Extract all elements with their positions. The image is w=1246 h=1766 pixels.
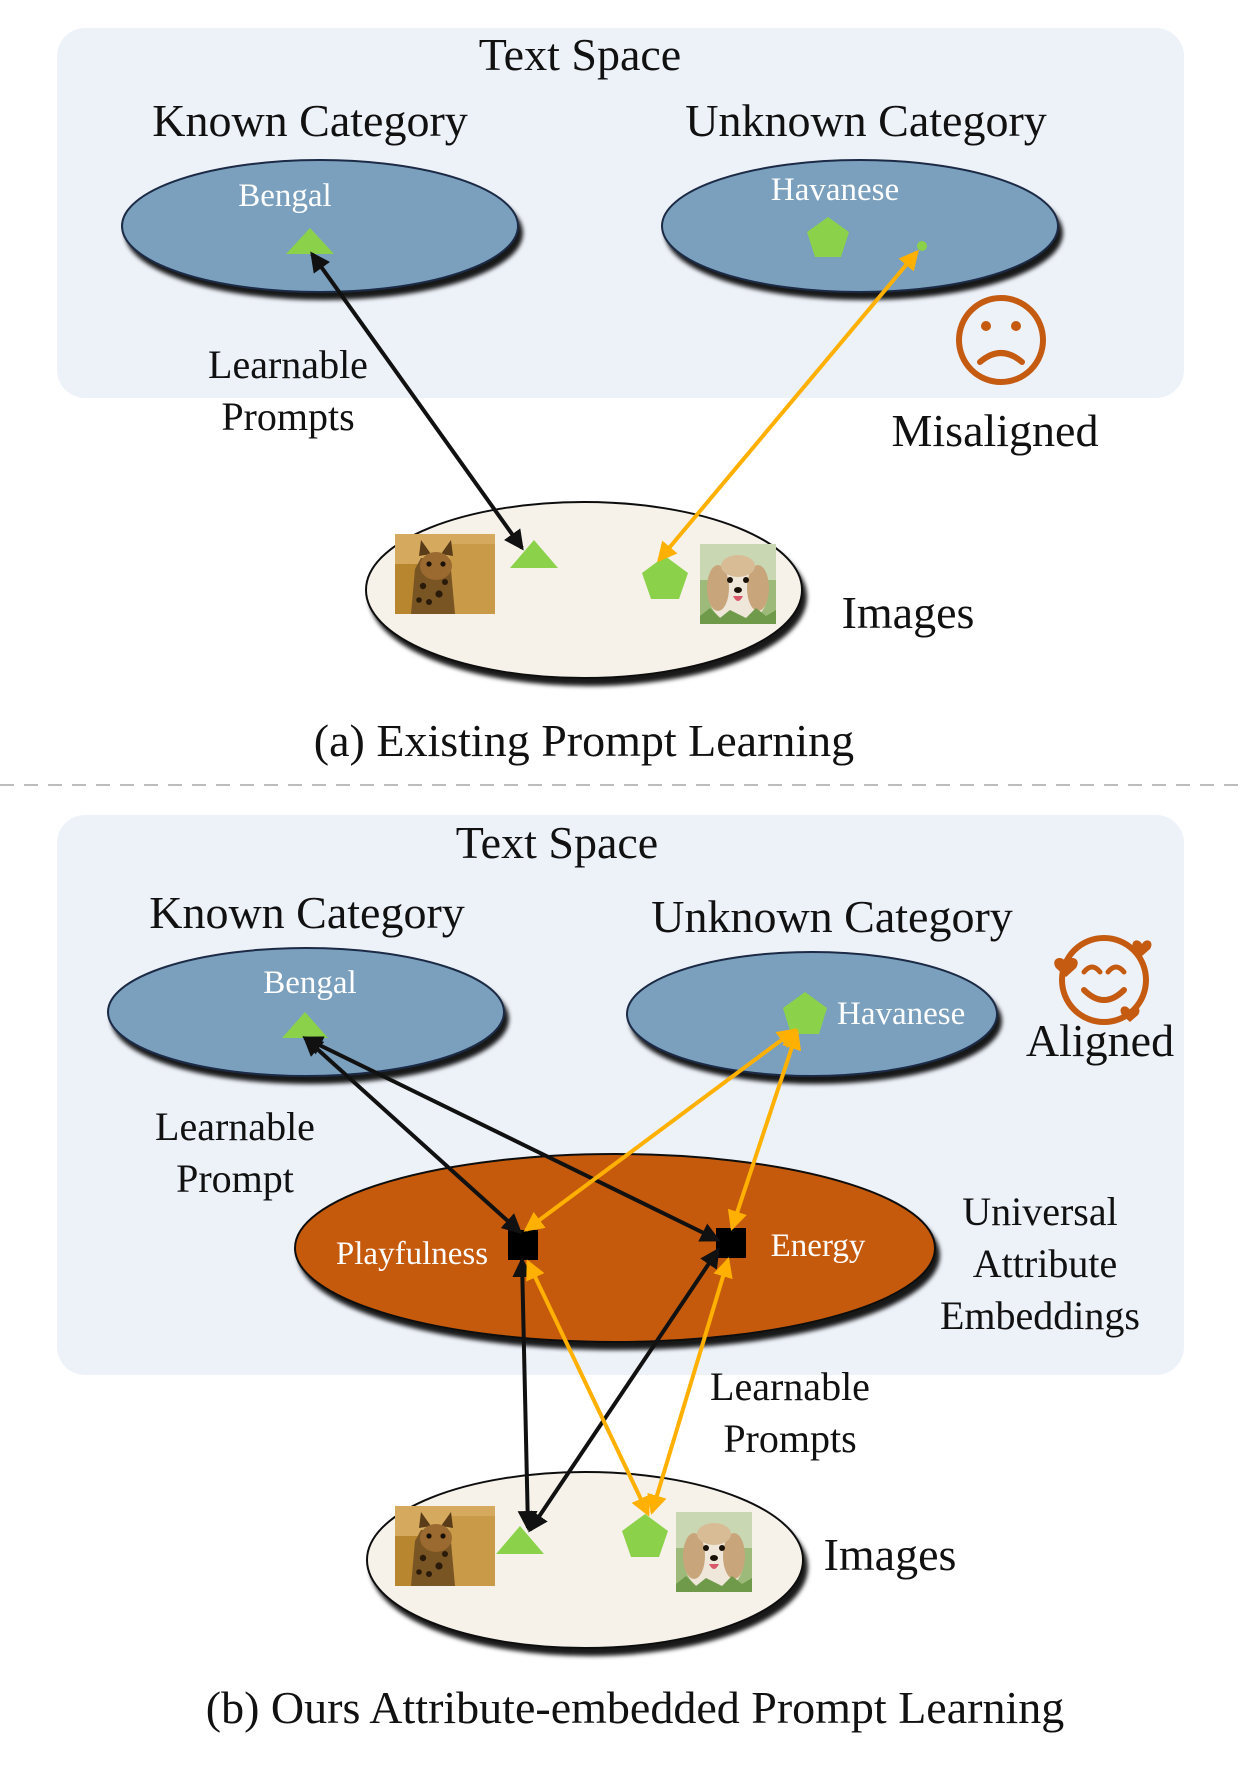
- known-category-label-b: Known Category: [149, 887, 465, 938]
- bengal-text-triangle-a: [286, 228, 334, 254]
- havanese-text-pentagon-b: [783, 992, 827, 1034]
- misaligned-label: Misaligned: [892, 405, 1099, 456]
- dog-image-b: [676, 1512, 752, 1592]
- energy-node: [716, 1228, 746, 1258]
- universal-attribute-label-line1: Universal: [962, 1189, 1118, 1234]
- bengal-text-triangle-b: [282, 1012, 328, 1038]
- cat-image-a: [395, 534, 495, 614]
- bengal-label-a: Bengal: [238, 178, 331, 214]
- unknown-category-label-b: Unknown Category: [651, 891, 1013, 942]
- learnable-prompts-label-a-line2: Prompts: [221, 394, 354, 439]
- unknown-category-label-a: Unknown Category: [685, 95, 1047, 146]
- learnable-prompts-label-a-line1: Learnable: [208, 342, 368, 387]
- text-space-title-a: Text Space: [479, 29, 681, 80]
- sad-face-icon: [956, 295, 1046, 385]
- learnable-prompts-label-b-line2: Prompts: [723, 1416, 856, 1461]
- energy-label: Energy: [771, 1228, 866, 1264]
- cat-image-triangle-b: [496, 1526, 544, 1554]
- havanese-text-pentagon-a: [807, 217, 849, 257]
- smiling-face-with-hearts-icon: [1054, 935, 1152, 1025]
- playfulness-node: [508, 1230, 538, 1260]
- aligned-label: Aligned: [1026, 1015, 1174, 1066]
- known-category-label-a: Known Category: [152, 95, 468, 146]
- images-label-b: Images: [824, 1529, 957, 1580]
- misaligned-point-a: [917, 241, 927, 251]
- aligned-arrow-a: [310, 251, 524, 551]
- dog-image-a: [700, 544, 776, 624]
- learnable-prompt-label-b-line1: Learnable: [155, 1104, 315, 1149]
- bengal-label-b: Bengal: [263, 965, 356, 1001]
- havanese-label-a: Havanese: [771, 172, 899, 208]
- cat-image-triangle-a: [510, 540, 558, 568]
- dog-image-pentagon-a: [642, 556, 688, 599]
- caption-a: (a) Existing Prompt Learning: [314, 715, 854, 766]
- caption-b: (b) Ours Attribute-embedded Prompt Learn…: [206, 1682, 1064, 1733]
- energy-dog-arrow: [647, 1257, 733, 1515]
- universal-attribute-label-line3: Embeddings: [940, 1293, 1140, 1338]
- playfulness-label: Playfulness: [336, 1236, 488, 1272]
- learnable-prompt-label-b-line2: Prompt: [176, 1156, 294, 1201]
- playfulness-dog-arrow: [526, 1259, 650, 1517]
- cat-image-b: [395, 1506, 495, 1586]
- misaligned-arrow-a: [657, 249, 919, 563]
- havanese-energy-arrow: [727, 1029, 802, 1231]
- text-space-title-b: Text Space: [456, 817, 658, 868]
- havanese-label-b: Havanese: [837, 996, 965, 1032]
- learnable-prompts-label-b-line1: Learnable: [710, 1364, 870, 1409]
- images-label-a: Images: [842, 587, 975, 638]
- universal-attribute-label-line2: Attribute: [973, 1241, 1117, 1286]
